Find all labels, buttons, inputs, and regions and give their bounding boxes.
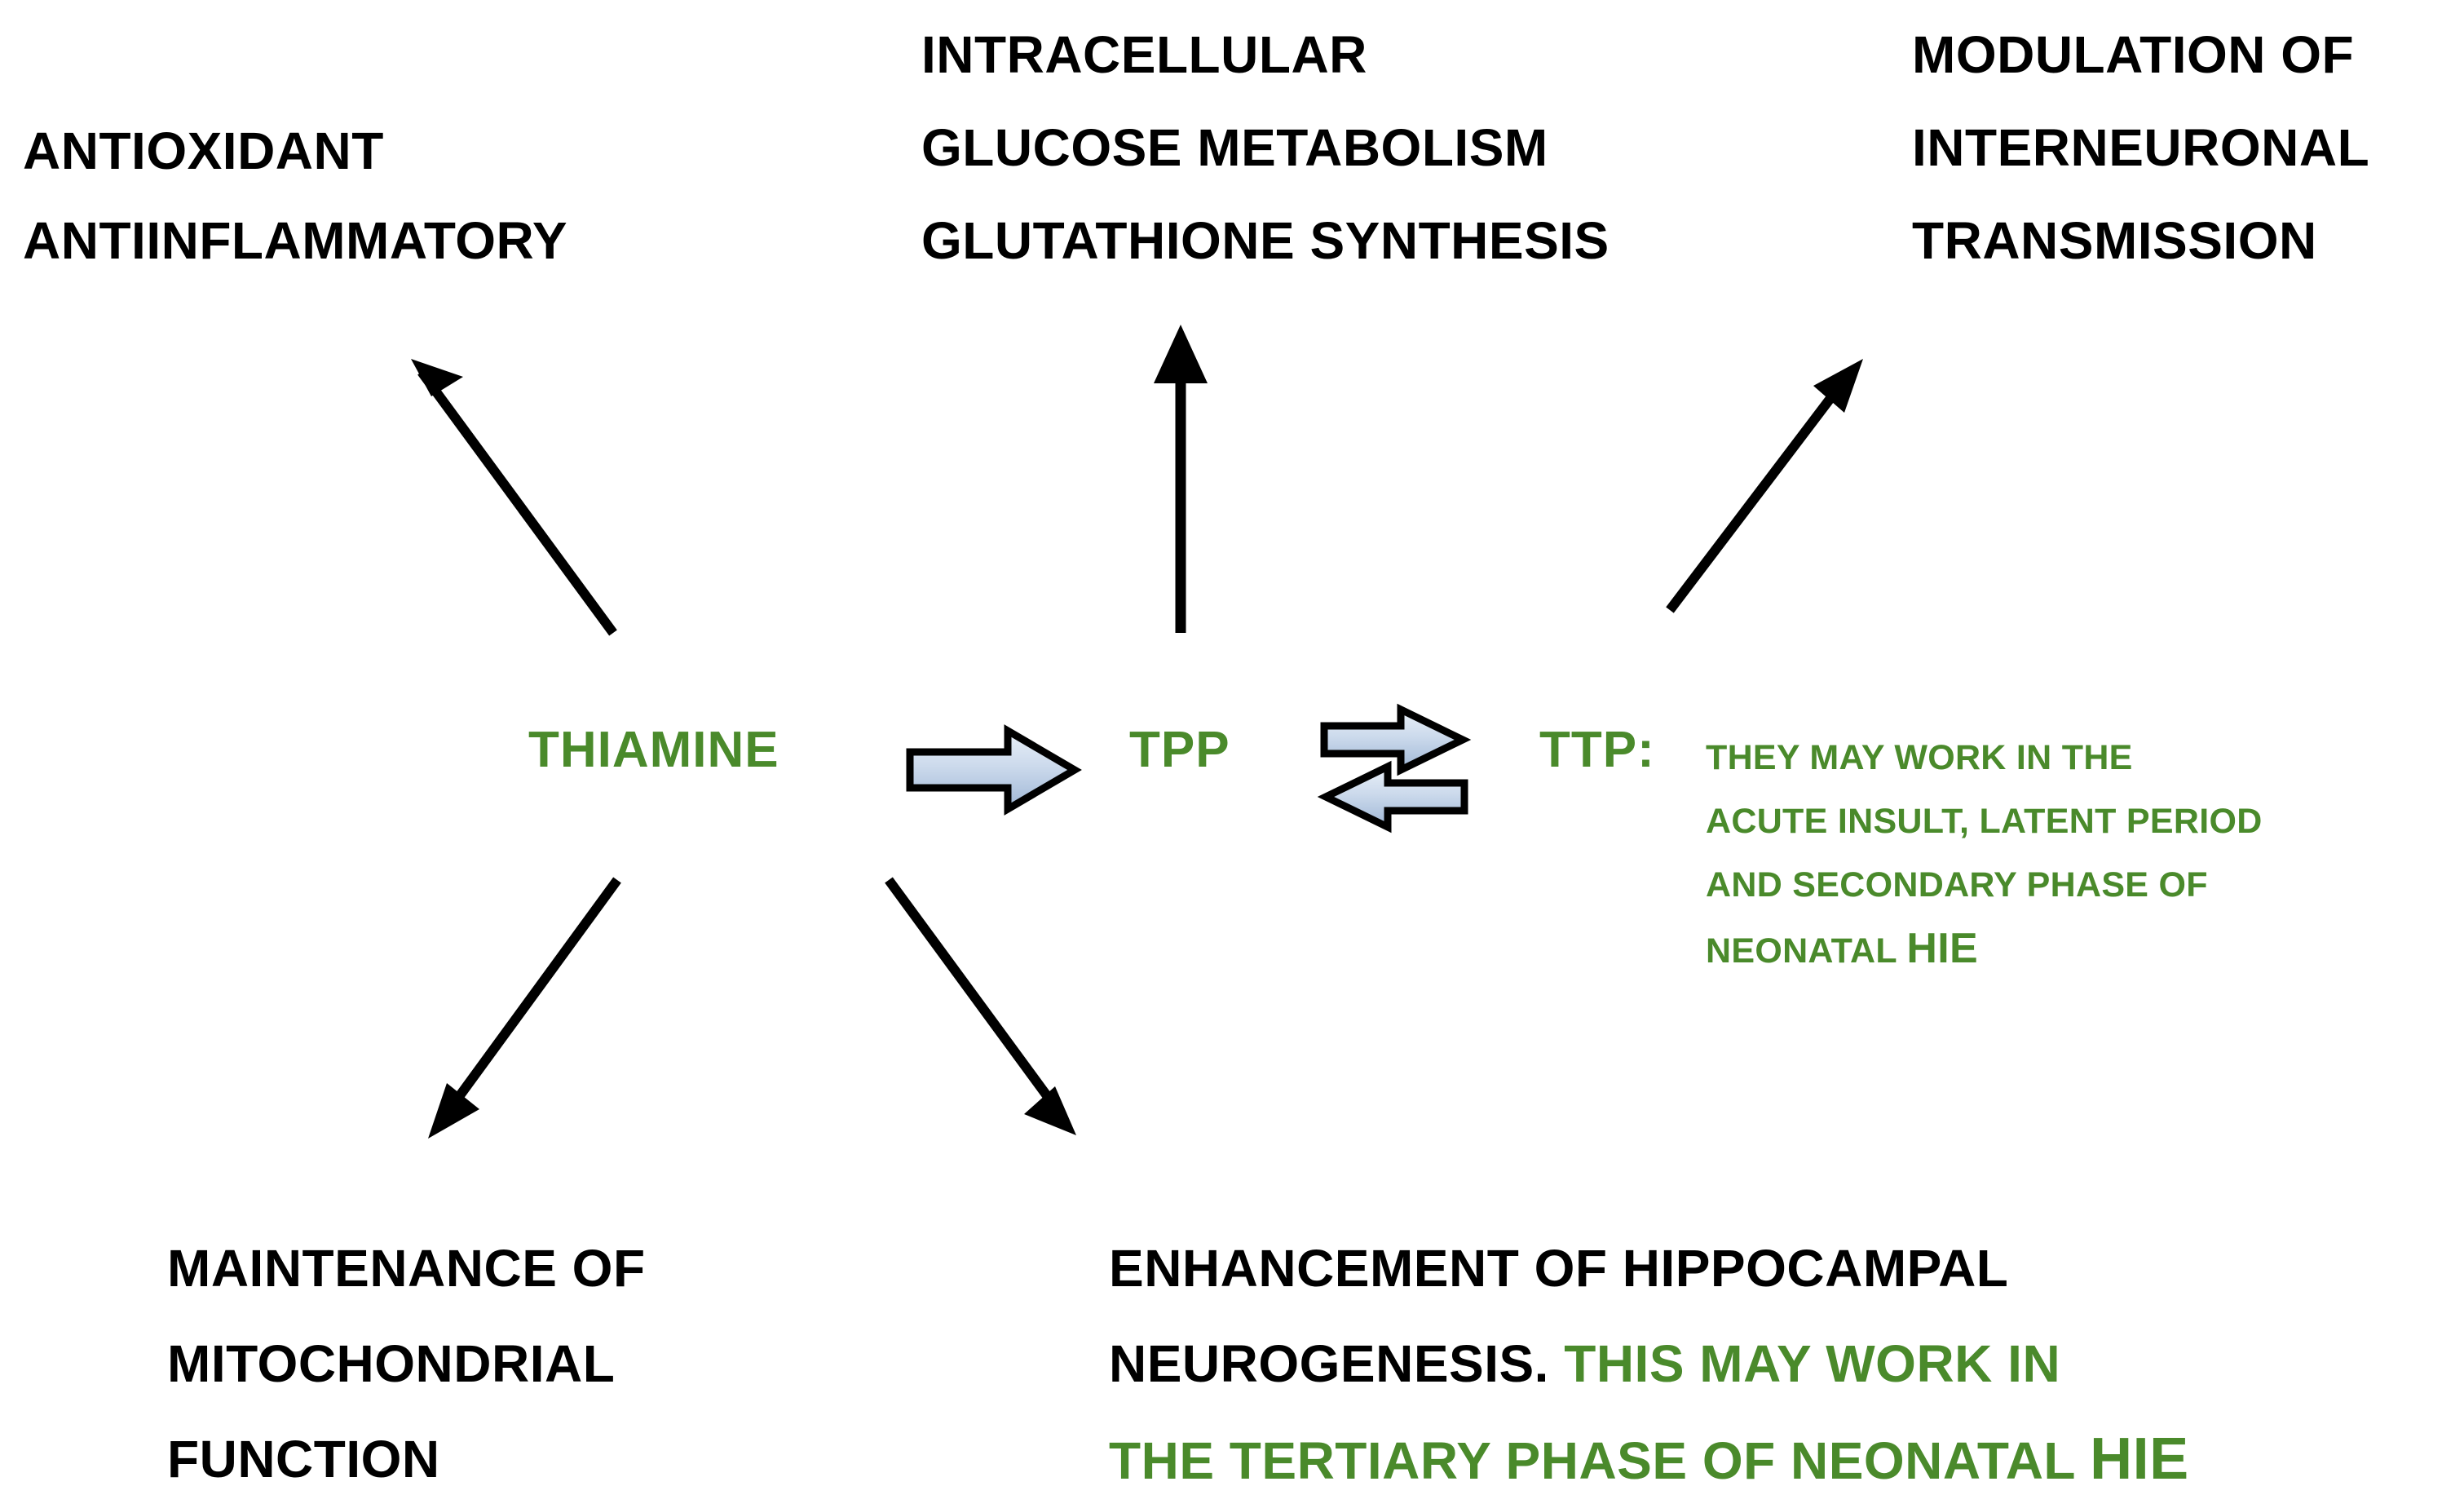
right-block-arrow-icon-thiamine-to-tpp bbox=[906, 724, 1082, 816]
ttp-note-text: THEY MAY WORK IN THE ACUTE INSULT, LATEN… bbox=[1706, 726, 2407, 983]
outcome-intracellular-glucose-metabolism: INTRACELLULAR GLUCOSE METABOLISM GLUTATH… bbox=[921, 25, 1610, 270]
ttp-note-hie-emphasis: HIE bbox=[1906, 925, 1978, 972]
outcome-modulation-interneuronal-transmission: MODULATION OF INTERNEURONAL TRANSMISSION bbox=[1912, 25, 2370, 270]
outcome-maintenance-mitochondrial-function: MAINTENANCE OF MITOCHONDRIAL FUNCTION bbox=[167, 1239, 646, 1486]
right-block-arrow-icon-tpp-to-ttp bbox=[1320, 703, 1472, 776]
diagonal-up-left-arrow-icon bbox=[411, 359, 617, 636]
up-arrow-icon bbox=[1154, 325, 1208, 633]
ttp-note-body: THEY MAY WORK IN THE ACUTE INSULT, LATEN… bbox=[1706, 738, 2263, 971]
left-block-arrow-icon-ttp-to-tpp bbox=[1317, 760, 1468, 834]
diagonal-down-right-arrow-icon bbox=[885, 877, 1076, 1135]
outcome-enhancement-hippocampal-neurogenesis: ENHANCEMENT OF HIPPOCAMPAL NEUROGENESIS.… bbox=[1109, 1221, 2189, 1486]
outcome-antioxidant-antiinflammatory: ANTIOXIDANT ANTIINFLAMMATORY bbox=[23, 122, 568, 270]
node-tpp: TPP bbox=[1129, 722, 1230, 778]
outcome-hippocampal-hie-emphasis: HIE bbox=[2090, 1426, 2189, 1486]
diagonal-up-right-arrow-icon bbox=[1666, 359, 1863, 613]
outcome-hippocampal-green-part: THIS MAY WORK IN THE TERTIARY PHASE OF N… bbox=[1109, 1334, 2075, 1486]
diagonal-down-left-arrow-icon bbox=[428, 877, 621, 1139]
outcome-hippocampal-black-part: ENHANCEMENT OF HIPPOCAMPAL NEUROGENESIS. bbox=[1109, 1239, 2009, 1393]
node-ttp: TTP: bbox=[1539, 722, 1655, 778]
node-thiamine: THIAMINE bbox=[528, 722, 779, 778]
